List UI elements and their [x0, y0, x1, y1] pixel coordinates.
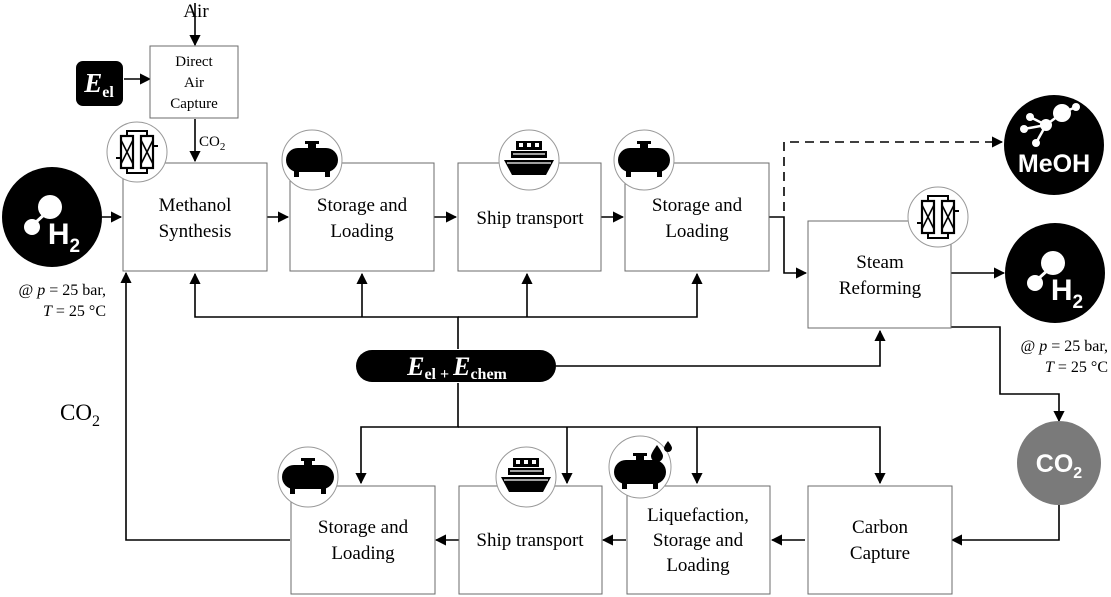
liquefaction-storage-loading-box: Liquefaction, Storage and Loading [626, 485, 771, 595]
co2-out-arrow [951, 326, 1065, 423]
svg-text:Capture: Capture [850, 543, 910, 564]
co2-return-label: CO2 [60, 400, 100, 430]
svg-text:Steam: Steam [856, 252, 904, 273]
svg-text:Loading: Loading [331, 543, 395, 564]
ship-icon [495, 446, 557, 508]
reactor-icon [106, 121, 168, 183]
svg-text:Methanol: Methanol [159, 195, 232, 216]
svg-text:H2: H2 [1051, 274, 1083, 313]
svg-text:T = 25 °C: T = 25 °C [1045, 359, 1108, 376]
storage-tank-icon [281, 129, 343, 191]
energy-to-reforming [556, 329, 886, 367]
svg-text:Storage and: Storage and [317, 195, 408, 216]
storage-tank-icon [613, 129, 675, 191]
hydrogen-input-circle: H2 [2, 167, 102, 267]
svg-text:Storage and: Storage and [318, 517, 409, 538]
svg-text:Ship transport: Ship transport [476, 208, 584, 229]
svg-text:Storage and: Storage and [653, 530, 744, 551]
svg-text:@ p = 25 bar,: @ p = 25 bar, [18, 282, 106, 299]
svg-text:@ p = 25 bar,: @ p = 25 bar, [1020, 338, 1108, 355]
svg-text:Air: Air [184, 75, 204, 91]
svg-text:Capture: Capture [170, 96, 218, 112]
output-conditions-label: @ p = 25 bar, T = 25 °C [1020, 338, 1108, 376]
reactor-icon [907, 186, 969, 248]
hydrogen-output-circle: H2 [1005, 223, 1105, 323]
energy-to-capture [458, 426, 886, 485]
air-label: Air [183, 1, 209, 22]
co2-return-arrow [120, 271, 290, 541]
energy-input-bar: Eel + Echem [356, 350, 556, 383]
methanol-output-circle: MeOH [1004, 95, 1104, 195]
energy-to-synthesis [189, 272, 459, 349]
electricity-input: Eel [76, 61, 123, 106]
hydrogen-molecule-icon [1027, 251, 1065, 291]
methanol-synthesis-box: Methanol Synthesis [122, 162, 268, 272]
svg-text:Storage and: Storage and [652, 195, 743, 216]
svg-text:T = 25 °C: T = 25 °C [43, 303, 106, 320]
svg-text:CO2: CO2 [1036, 450, 1083, 482]
energy-to-storage-3 [355, 383, 459, 485]
svg-text:Eel: Eel [83, 68, 114, 101]
ship-icon [498, 129, 560, 191]
input-conditions-label: @ p = 25 bar, T = 25 °C [18, 282, 106, 320]
svg-text:Loading: Loading [665, 221, 729, 242]
direct-air-capture-box: Direct Air Capture [149, 45, 239, 119]
svg-text:Synthesis: Synthesis [159, 221, 232, 242]
co2-to-capture-arrow [950, 505, 1060, 546]
svg-text:H2: H2 [48, 218, 80, 257]
co2-dac-label: CO2 [199, 134, 225, 153]
meoh-dashed-arrow [783, 136, 1004, 211]
svg-text:Liquefaction,: Liquefaction, [647, 505, 749, 526]
hydrogen-molecule-icon [24, 195, 62, 235]
liquid-tank-icon [608, 435, 672, 499]
svg-text:Carbon: Carbon [852, 517, 908, 538]
storage-loading-box-1: Storage and Loading [289, 162, 435, 272]
svg-text:Loading: Loading [666, 555, 730, 576]
carbon-capture-box: Carbon Capture [807, 485, 953, 595]
svg-text:Loading: Loading [330, 221, 394, 242]
svg-text:MeOH: MeOH [1018, 150, 1090, 178]
svg-text:Eel + Echem: Eel + Echem [406, 352, 507, 383]
methanol-molecule-icon [1020, 103, 1080, 147]
svg-text:Ship transport: Ship transport [476, 530, 584, 551]
flow-arrow-to-reforming [769, 216, 808, 279]
svg-text:Reforming: Reforming [839, 278, 922, 299]
co2-output-circle: CO2 [1017, 421, 1101, 505]
energy-to-storage-2 [458, 272, 703, 318]
svg-text:Direct: Direct [175, 54, 213, 70]
storage-tank-icon [277, 446, 339, 508]
